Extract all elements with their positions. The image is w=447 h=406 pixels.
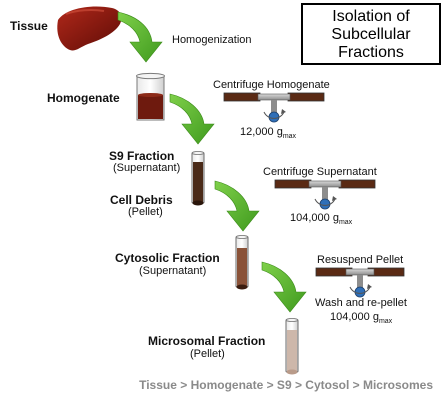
speed-first: 12,000 gmax bbox=[240, 126, 297, 140]
title-line-1: Isolation of bbox=[332, 8, 410, 25]
label-debris-note: (Pellet) bbox=[128, 206, 163, 218]
centrifuge-1-icon bbox=[223, 92, 325, 123]
label-cell-debris: Cell Debris bbox=[110, 193, 173, 207]
label-s9-fraction: S9 Fraction bbox=[109, 149, 174, 163]
arrow-homogenization-icon bbox=[117, 11, 163, 63]
centrifuge-2-icon bbox=[274, 179, 376, 210]
microsome-tube-icon bbox=[285, 318, 299, 375]
label-cytosolic-note: (Supernatant) bbox=[139, 265, 206, 277]
s9-tube-icon bbox=[191, 151, 205, 206]
label-wash-repellet: Wash and re-pellet bbox=[315, 297, 407, 309]
liver-icon bbox=[57, 6, 122, 51]
label-microsomal-note: (Pellet) bbox=[190, 348, 225, 360]
arrow-centrifuge-supernatant-icon bbox=[214, 180, 260, 232]
label-microsomal-fraction: Microsomal Fraction bbox=[148, 334, 265, 348]
title-box: Isolation of Subcellular Fractions bbox=[301, 3, 441, 65]
label-resuspend-pellet: Resuspend Pellet bbox=[317, 254, 403, 266]
label-cytosolic-fraction: Cytosolic Fraction bbox=[115, 251, 220, 265]
label-centrifuge-supernatant: Centrifuge Supernatant bbox=[263, 166, 377, 178]
arrow-centrifuge-homogenate-icon bbox=[169, 93, 215, 145]
title-line-2: Subcellular bbox=[331, 26, 411, 43]
speed-second: 104,000 gmax bbox=[290, 212, 353, 226]
workflow-footer: Tissue > Homogenate > S9 > Cytosol > Mic… bbox=[139, 378, 433, 392]
label-homogenization: Homogenization bbox=[172, 34, 252, 46]
centrifuge-3-icon bbox=[315, 267, 405, 298]
arrow-resuspend-pellet-icon bbox=[261, 261, 307, 313]
speed-third: 104,000 gmax bbox=[330, 311, 393, 325]
label-s9-note: (Supernatant) bbox=[113, 162, 180, 174]
label-tissue: Tissue bbox=[10, 19, 48, 33]
title-line-3: Fractions bbox=[338, 44, 404, 61]
cytosol-tube-icon bbox=[235, 235, 249, 290]
label-centrifuge-homogenate: Centrifuge Homogenate bbox=[213, 79, 330, 91]
label-homogenate: Homogenate bbox=[47, 91, 120, 105]
homogenate-beaker-icon bbox=[136, 72, 165, 121]
